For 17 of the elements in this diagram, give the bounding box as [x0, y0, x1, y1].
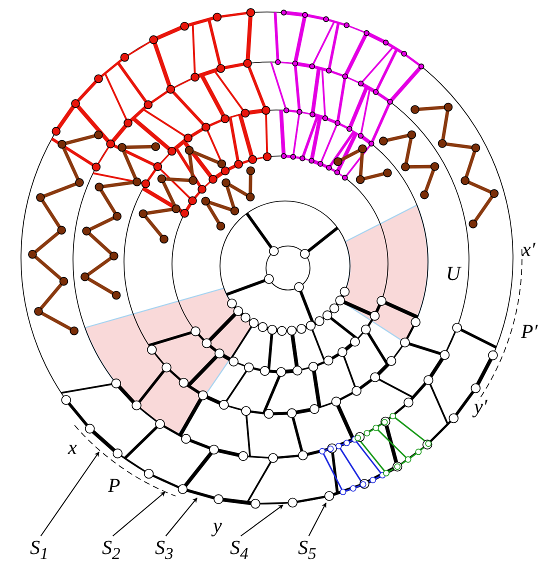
arrow — [240, 504, 284, 536]
set-label: S$_{3}$ — [155, 538, 174, 563]
math-label: y — [213, 516, 222, 536]
math-label: y′ — [474, 397, 488, 417]
arrow — [308, 502, 326, 536]
math-label: P′ — [521, 322, 538, 342]
math-label: x — [68, 438, 77, 458]
set-label: S$_{5}$ — [298, 538, 316, 563]
math-label: P — [108, 476, 120, 496]
set-label: S$_{2}$ — [102, 538, 120, 563]
arrow — [112, 492, 166, 536]
arrow — [40, 452, 100, 536]
set-label: S$_{4}$ — [230, 538, 248, 563]
set-label: S$_{1}$ — [30, 538, 48, 563]
math-label: U — [446, 264, 460, 284]
math-label: x′ — [522, 240, 536, 260]
arrow — [165, 498, 198, 536]
